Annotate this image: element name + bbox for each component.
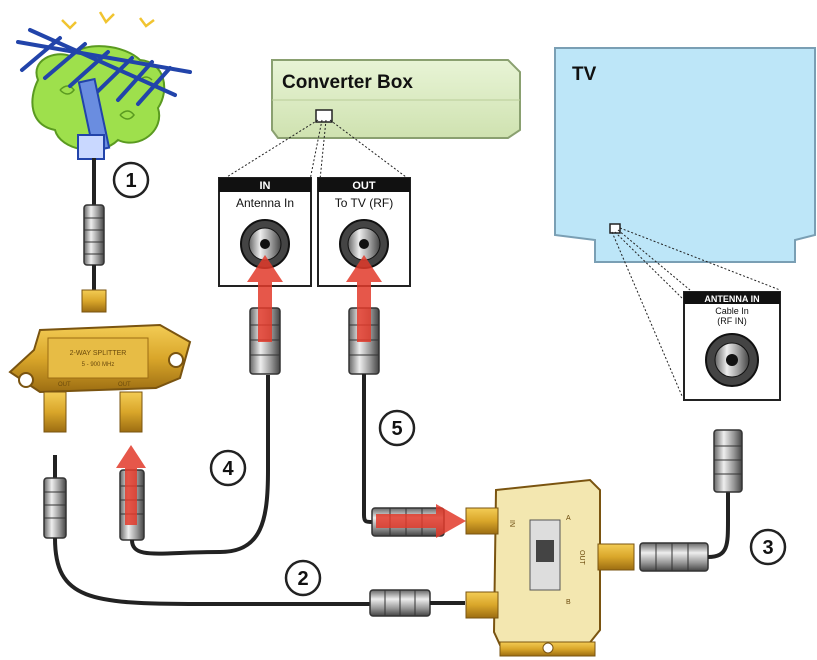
tv-callout-lines (611, 227, 781, 397)
splitter-port-right: OUT (118, 382, 131, 388)
step-marker-5: 5 (378, 409, 416, 447)
tv-antenna-panel-line2: (RF IN) (717, 316, 747, 326)
ab-switch-label-out: OUT (578, 550, 585, 566)
step-number: 3 (762, 537, 773, 559)
tv-antenna-panel-line1: Cable In (715, 306, 749, 316)
callout-lines (221, 119, 411, 181)
output-panel-label: To TV (RF) (335, 196, 393, 210)
converter-box: Converter Box (271, 59, 521, 139)
converter-box-title: Converter Box (282, 72, 413, 93)
coax-connector-icon (43, 477, 67, 539)
coax-connector-icon (83, 204, 105, 266)
splitter-label: 2-WAY SPLITTER (70, 350, 127, 357)
ab-switch-label-in: IN (508, 520, 515, 527)
ab-switch-icon: IN A B OUT (465, 478, 635, 657)
ab-switch-label-b: B (566, 599, 571, 606)
coax-connector-icon (369, 589, 431, 617)
step-marker-3: 3 (749, 528, 787, 566)
step-number: 1 (125, 170, 136, 192)
step-marker-2: 2 (284, 559, 322, 597)
tv-antenna-panel: ANTENNA IN Cable In (RF IN) (683, 291, 781, 401)
step-number: 2 (297, 568, 308, 590)
tv: TV (554, 47, 816, 263)
input-panel-label: Antenna In (236, 196, 294, 210)
step-number: 5 (391, 418, 402, 440)
tv-title: TV (572, 64, 597, 85)
antenna-icon (16, 11, 192, 160)
input-panel-header: IN (260, 180, 271, 192)
splitter-freq: 5 - 900 MHz (82, 362, 115, 368)
coax-connector-icon (639, 542, 709, 572)
coax-connector-icon (713, 429, 743, 493)
ab-switch-label-a: A (566, 515, 571, 522)
arrow-up-icon (116, 445, 146, 525)
arrow-up-icon (346, 255, 382, 342)
step-number: 4 (222, 458, 234, 480)
arrow-up-icon (247, 255, 283, 342)
tv-antenna-panel-header: ANTENNA IN (704, 294, 759, 304)
splitter-icon: 2-WAY SPLITTER 5 - 900 MHz OUT OUT (8, 289, 192, 433)
output-panel-header: OUT (352, 180, 376, 192)
step-marker-4: 4 (209, 449, 247, 487)
step-marker-1: 1 (112, 161, 150, 199)
arrow-right-icon (376, 504, 466, 538)
splitter-port-left: OUT (58, 382, 71, 388)
